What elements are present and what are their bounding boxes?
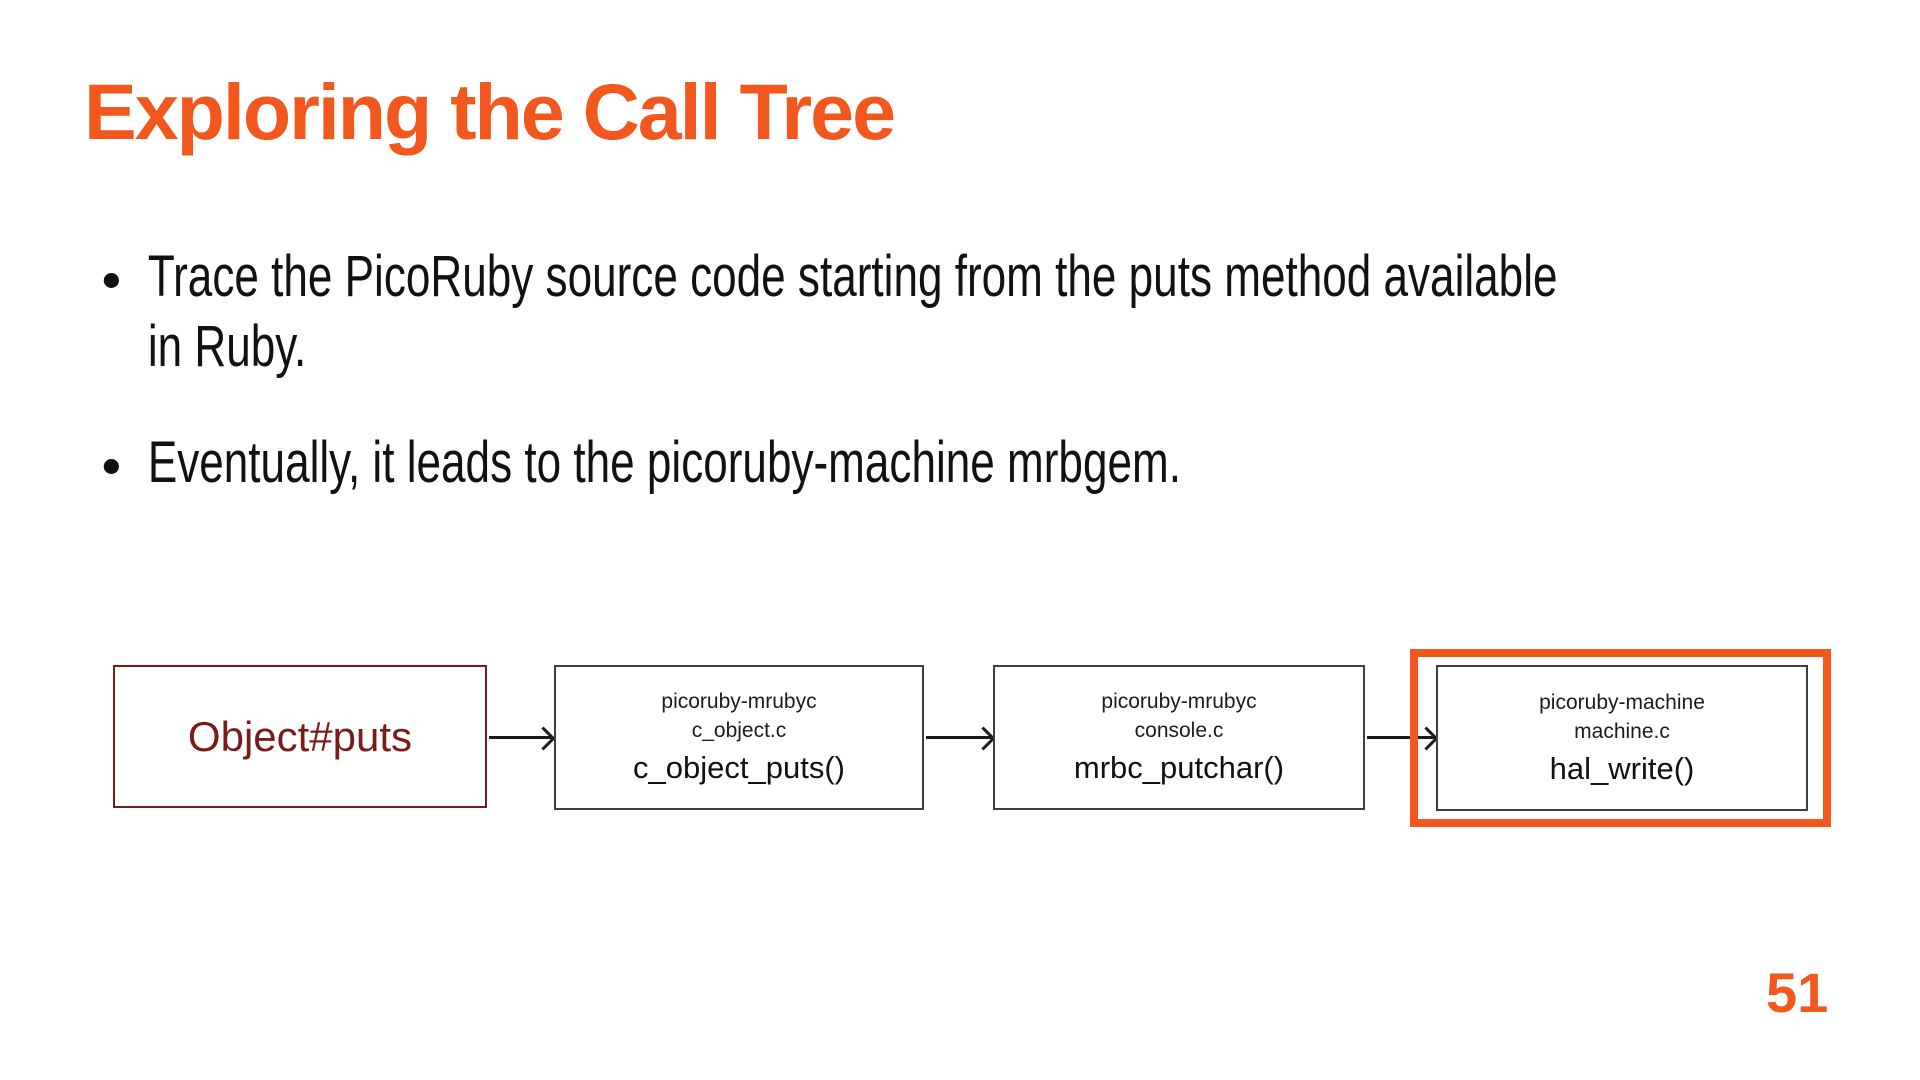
page-number: 51 [1766, 961, 1829, 1024]
bullet-item: Eventually, it leads to the picoruby-mac… [84, 428, 1574, 498]
node-gem-label: picoruby-mrubyc [1101, 690, 1257, 713]
bullet-text: Eventually, it leads to the picoruby-mac… [147, 430, 1181, 495]
node-object-puts: Object#puts [113, 665, 487, 808]
node-func-label: hal_write() [1549, 750, 1695, 786]
arrow-right-icon [489, 736, 552, 739]
node-file-label: machine.c [1574, 719, 1670, 743]
bullet-text: Trace the PicoRuby source code starting … [147, 244, 1558, 379]
node-gem-label: picoruby-mrubyc [661, 690, 817, 713]
node-c-object-puts: picoruby-mrubyc c_object.c c_object_puts… [554, 665, 924, 810]
arrow-right-icon [926, 736, 992, 739]
node-label: Object#puts [187, 712, 413, 760]
arrow-right-icon [1367, 736, 1435, 739]
node-file-label: console.c [1134, 719, 1224, 742]
bullet-item: Trace the PicoRuby source code starting … [84, 242, 1574, 382]
node-func-label: c_object_puts() [633, 750, 845, 785]
bullet-list: Trace the PicoRuby source code starting … [84, 242, 1574, 498]
slide-title: Exploring the Call Tree [84, 67, 896, 156]
node-gem-label: picoruby-machine [1539, 690, 1705, 714]
node-func-label: mrbc_putchar() [1073, 750, 1285, 785]
highlight-frame [1410, 649, 1831, 827]
node-mrbc-putchar: picoruby-mrubyc console.c mrbc_putchar() [993, 665, 1365, 810]
node-file-label: c_object.c [691, 719, 787, 742]
node-hal-write: picoruby-machine machine.c hal_write() [1436, 665, 1808, 811]
